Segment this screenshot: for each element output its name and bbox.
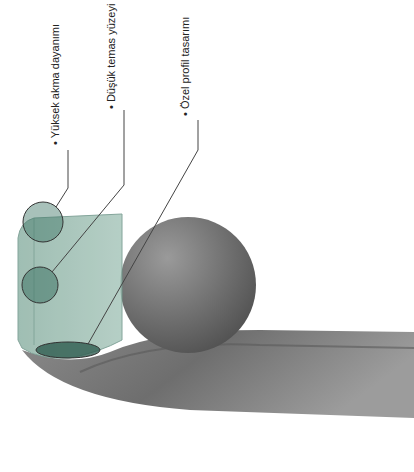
callout-circle xyxy=(22,267,58,303)
leader-line xyxy=(88,120,198,344)
feature-label: • Özel profil tasarımı xyxy=(179,17,192,116)
leader-line xyxy=(52,110,124,272)
ring-edge xyxy=(80,344,414,372)
feature-label: • Yüksek akma dayanımı xyxy=(49,24,62,145)
callout-ellipse xyxy=(36,342,100,358)
ring-section xyxy=(120,217,256,353)
callout-circle xyxy=(23,202,63,242)
leader-line xyxy=(56,150,68,207)
feature-label: • Düşük temas yüzeyi xyxy=(105,4,118,109)
